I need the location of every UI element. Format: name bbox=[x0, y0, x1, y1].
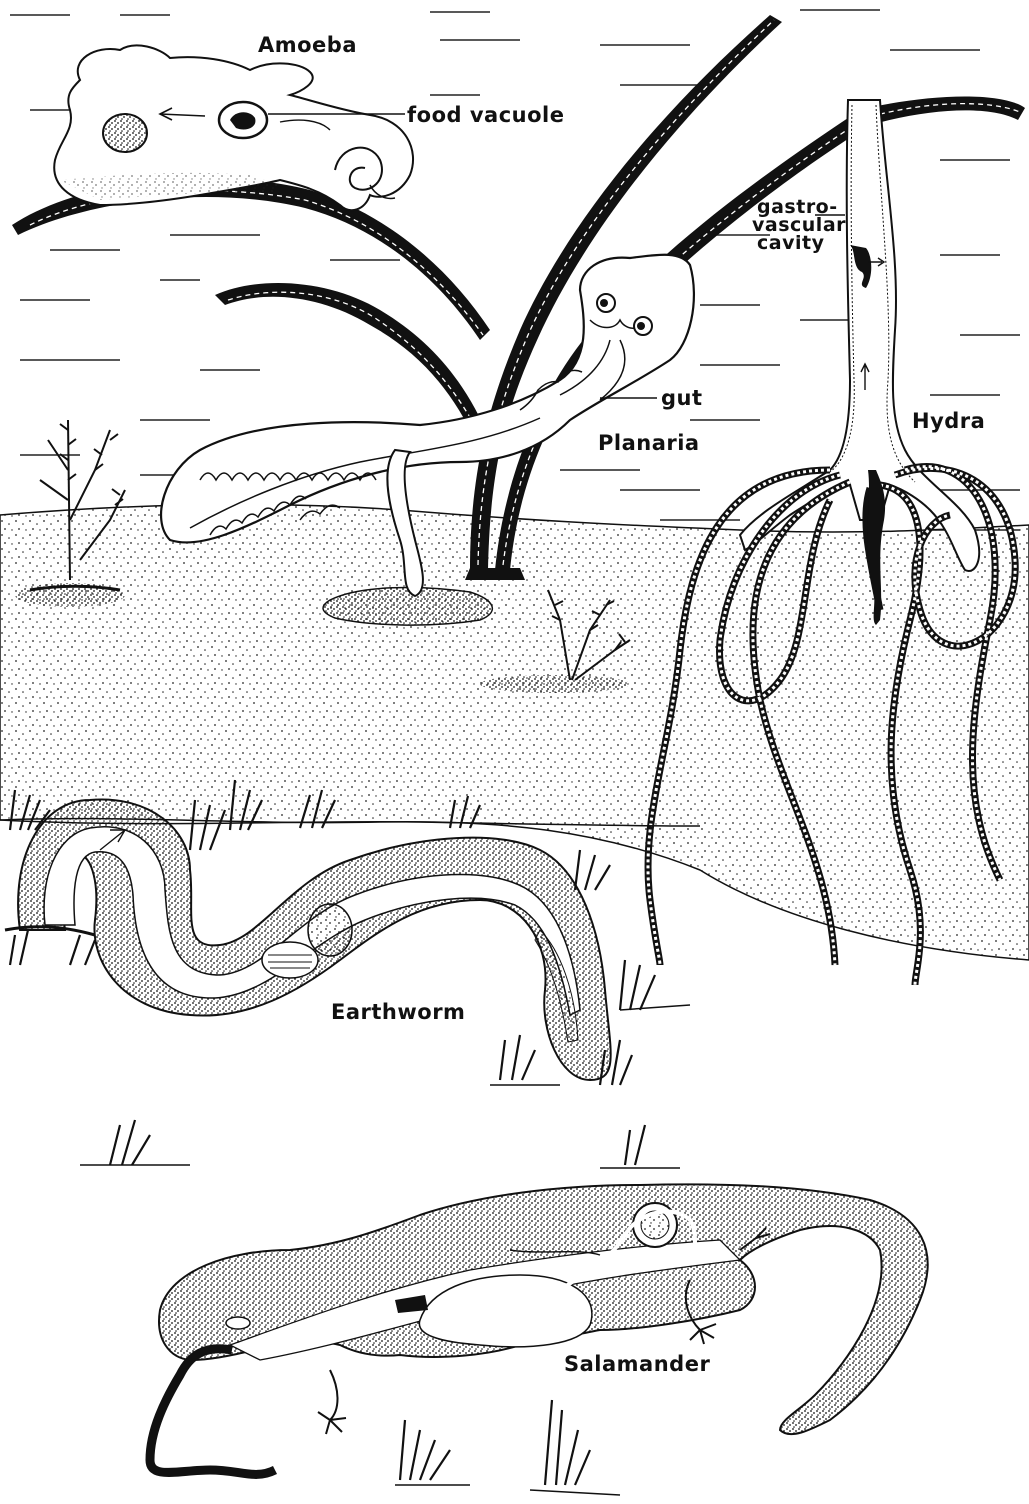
label-amoeba: Amoeba bbox=[258, 33, 357, 57]
label-earthworm: Earthworm bbox=[331, 1000, 465, 1024]
amoeba-nucleus bbox=[103, 114, 147, 152]
label-cavity: cavity bbox=[757, 234, 824, 252]
rock-mound bbox=[323, 587, 492, 625]
salamander bbox=[150, 1184, 928, 1474]
label-planaria: Planaria bbox=[598, 431, 700, 455]
label-gut: gut bbox=[661, 386, 703, 410]
label-salamander: Salamander bbox=[564, 1352, 710, 1376]
plant-mound-left bbox=[15, 583, 125, 607]
label-hydra: Hydra bbox=[912, 409, 985, 433]
plant-mound-right bbox=[480, 675, 630, 693]
amoeba bbox=[54, 45, 413, 210]
label-food-vacuole: food vacuole bbox=[407, 103, 564, 127]
